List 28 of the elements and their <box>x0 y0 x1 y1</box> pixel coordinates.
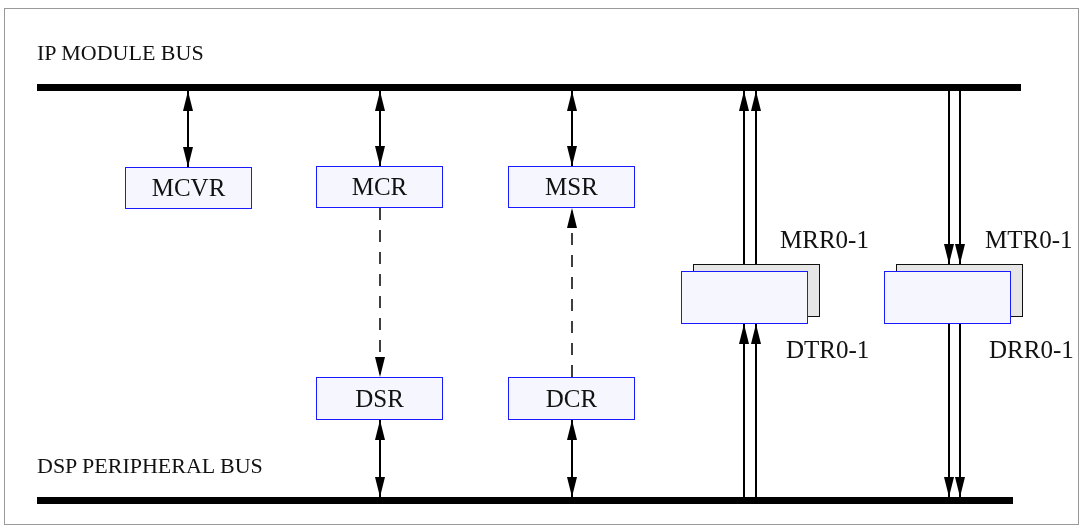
arrow <box>739 323 749 498</box>
arrow <box>944 323 954 498</box>
register-label: MTR0-1 <box>985 226 1073 254</box>
arrow <box>739 90 749 265</box>
arrow <box>375 419 385 498</box>
arrow <box>751 323 761 498</box>
arrow <box>567 90 577 167</box>
register-box: DCR <box>508 377 635 420</box>
arrow <box>567 419 577 498</box>
register-box: DSR <box>316 377 443 420</box>
stacked-register-box-drawing <box>884 264 1023 324</box>
arrow <box>944 90 954 265</box>
dashed-arrow <box>567 207 577 378</box>
register-label: MRR0-1 <box>780 226 869 254</box>
bus-label: IP MODULE BUS <box>37 40 204 66</box>
arrow <box>751 90 761 265</box>
arrow <box>955 90 965 265</box>
bus-label: DSP PERIPHERAL BUS <box>37 453 263 479</box>
register-box: MCVR <box>125 167 252 209</box>
register-box: MCR <box>316 166 443 208</box>
arrow <box>955 323 965 498</box>
register-label: DTR0-1 <box>786 336 870 364</box>
register-label: DRR0-1 <box>989 336 1074 364</box>
dashed-arrow <box>375 207 385 378</box>
arrow <box>183 90 193 168</box>
stacked-register-box-drawing <box>681 264 820 324</box>
register-box: MSR <box>508 166 635 208</box>
arrow <box>375 90 385 167</box>
